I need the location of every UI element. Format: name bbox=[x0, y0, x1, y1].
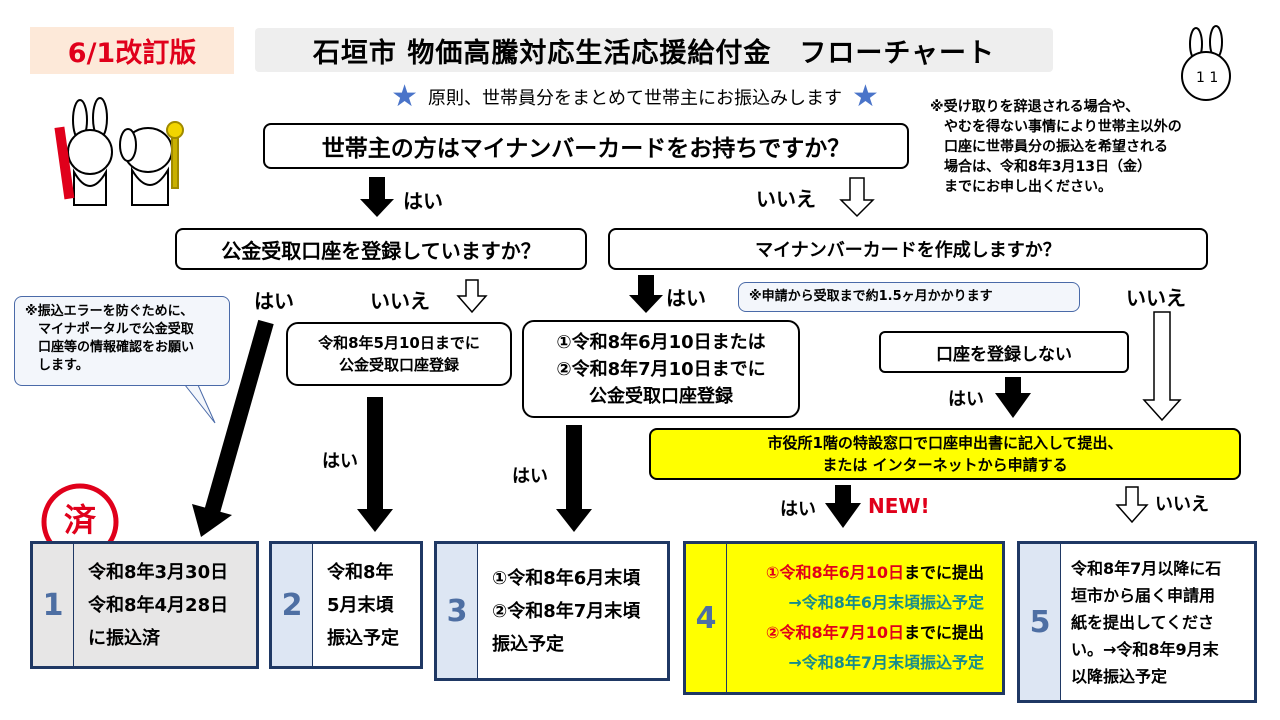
outcome-line: 令和8年4月28日 bbox=[88, 594, 229, 616]
question-account-registered: 公金受取口座を登録していますか？ bbox=[175, 228, 587, 270]
principle-line: ★ 原則、世帯員分をまとめて世帯主にお振込みします ★ bbox=[345, 82, 925, 112]
star-icon: ★ bbox=[852, 79, 879, 114]
register-by-may-box: 令和8年5月10日までに 公金受取口座登録 bbox=[286, 322, 512, 386]
refusal-note: ※受け取りを辞退される場合や、 やむを得ない事情により世帯主以外の 口座に世帯員… bbox=[930, 99, 1182, 195]
outcome-line: ①令和8年6月末頃 bbox=[492, 567, 641, 589]
outcome-number: 4 bbox=[686, 544, 727, 692]
yes-label: はい bbox=[254, 289, 294, 313]
outcome-number: 2 bbox=[272, 544, 313, 666]
outcome-line: い。→令和8年9月末 bbox=[1071, 639, 1219, 659]
dog-mascot-icon bbox=[119, 121, 184, 206]
question-create-card: マイナンバーカードを作成しますか？ bbox=[608, 228, 1208, 270]
new-label: NEW! bbox=[868, 494, 930, 518]
yes-label: はい bbox=[403, 189, 443, 213]
outcome-number: 3 bbox=[437, 544, 478, 678]
outcome-line: 令和8年7月以降に石 bbox=[1071, 558, 1222, 578]
outcome-line: →令和8年7月末頃振込予定 bbox=[788, 653, 984, 672]
yes-label: はい bbox=[780, 499, 816, 520]
outcome-1-card: 1 令和8年3月30日 令和8年4月28日 に振込済 bbox=[30, 541, 259, 669]
no-arrows bbox=[456, 177, 1182, 524]
outcome-line: 垣市から届く申請用 bbox=[1071, 585, 1216, 605]
yes-label: はい bbox=[512, 466, 548, 487]
processing-time-note: ※申請から受取まで約1.5ヶ月かかります bbox=[738, 282, 1080, 312]
outcome-line: ①令和8年6月10日までに提出 bbox=[765, 563, 984, 582]
outcome-number: 1 bbox=[33, 544, 74, 666]
yes-label: はい bbox=[666, 286, 706, 310]
outcome-5-card: 5 令和8年7月以降に石 垣市から届く申請用 紙を提出してくださ い。→令和8年… bbox=[1017, 541, 1257, 703]
rabbit-face-icon: 1 1 bbox=[1181, 25, 1231, 101]
outcome-line: に振込済 bbox=[88, 627, 160, 649]
no-label: いいえ bbox=[1155, 494, 1209, 515]
principle-text: 原則、世帯員分をまとめて世帯主にお振込みします bbox=[428, 88, 842, 109]
yes-label: はい bbox=[948, 389, 984, 410]
yes-arrows bbox=[192, 177, 1031, 537]
outcome-line: →令和8年6月末頃振込予定 bbox=[788, 593, 984, 612]
outcome-3-card: 3 ①令和8年6月末頃 ②令和8年7月末頃 振込予定 bbox=[434, 541, 670, 681]
no-label: いいえ bbox=[1126, 286, 1186, 310]
outcome-4-card: 4 ①令和8年6月10日までに提出 →令和8年6月末頃振込予定 ②令和8年7月1… bbox=[683, 541, 1005, 695]
outcome-line: 令和8年3月30日 bbox=[88, 561, 229, 583]
register-by-jun-jul-box: ①令和8年6月10日または ②令和8年7月10日までに 公金受取口座登録 bbox=[522, 320, 800, 418]
no-register-box: 口座を登録しない bbox=[879, 331, 1129, 373]
outcome-number: 5 bbox=[1020, 544, 1061, 700]
svg-text:1 1: 1 1 bbox=[1196, 70, 1218, 86]
no-label: いいえ bbox=[756, 187, 816, 211]
rabbit-mascot-icon bbox=[54, 97, 113, 206]
outcome-line: ②令和8年7月10日までに提出 bbox=[765, 623, 984, 642]
yes-label: はい bbox=[322, 451, 358, 472]
portal-check-note: ※振込エラーを防ぐために、 マイナポータルで公金受取 口座等の情報確認をお願い … bbox=[14, 296, 230, 386]
outcome-line: 5月末頃 bbox=[327, 594, 394, 616]
no-label: いいえ bbox=[370, 289, 430, 313]
page-title: 石垣市 物価高騰対応生活応援給付金 フローチャート bbox=[255, 28, 1053, 72]
done-stamp-text: 済 bbox=[63, 501, 96, 539]
revision-badge: 6/1改訂版 bbox=[30, 27, 234, 74]
question-mynumber-card: 世帯主の方はマイナンバーカードをお持ちですか？ bbox=[263, 123, 909, 169]
outcome-line: 以降振込予定 bbox=[1071, 666, 1168, 686]
star-icon: ★ bbox=[391, 79, 418, 114]
outcome-line: 紙を提出してくださ bbox=[1071, 612, 1215, 632]
outcome-line: 令和8年 bbox=[327, 561, 394, 583]
outcome-line: 振込予定 bbox=[492, 633, 564, 655]
city-hall-counter-box: 市役所1階の特設窓口で口座申出書に記入して提出、 または インターネットから申請… bbox=[649, 428, 1241, 480]
outcome-2-card: 2 令和8年 5月末頃 振込予定 bbox=[269, 541, 423, 669]
outcome-line: ②令和8年7月末頃 bbox=[492, 600, 641, 622]
outcome-line: 振込予定 bbox=[327, 627, 399, 649]
